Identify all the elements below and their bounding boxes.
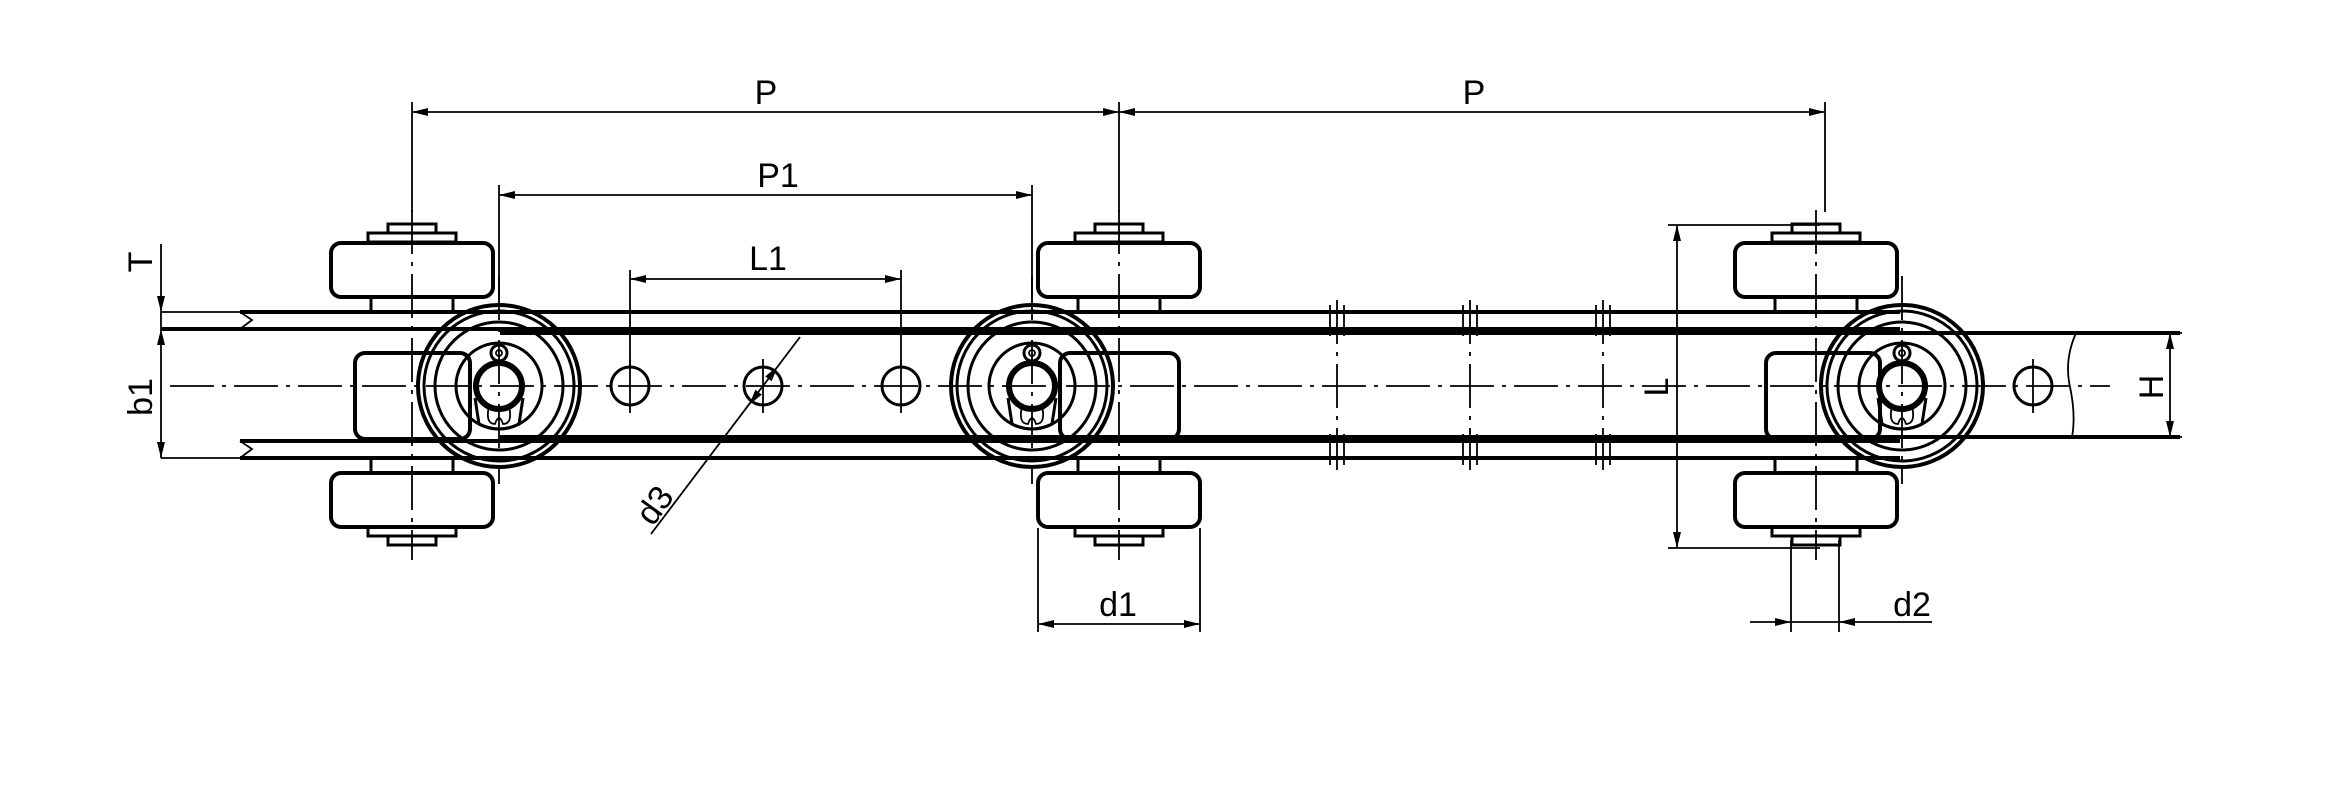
dim-label-d2: d2 [1893,586,1931,624]
dim-label-pitch-left: P [755,74,778,112]
dim-label-b1: b1 [122,378,160,416]
arrowhead [749,389,762,405]
arrowhead [1809,108,1825,116]
arrowhead [2166,421,2174,437]
chain-geometry [161,210,2180,560]
arrowhead [2166,333,2174,349]
arrowhead [412,108,428,116]
dim-label-pitch-right: P [1463,74,1486,112]
arrowhead [1103,108,1119,116]
roller-assembly [329,210,582,560]
arrowhead [157,296,165,312]
arrowhead [1119,108,1135,116]
dim-label-h: H [2133,375,2171,400]
arrowhead [499,191,515,199]
dim-label-d1: d1 [1099,586,1137,624]
dim-label-t: T [122,252,160,273]
arrowhead [157,329,165,345]
dim-label-d3: d3 [629,479,682,532]
arrowhead [1184,620,1200,628]
arrowhead [1673,225,1681,241]
break-line [2067,332,2077,438]
dim-label-l1: L1 [749,240,787,278]
arrowhead [1839,618,1855,626]
arrowhead [1038,620,1054,628]
dim-label-l: L [1638,378,1676,397]
break-mark [239,440,254,459]
arrowhead [630,275,646,283]
arrowhead [1673,532,1681,548]
arrowhead [1016,191,1032,199]
arrowhead [1775,618,1791,626]
dimension-lines [157,102,2182,632]
arrowhead [885,275,901,283]
dim-label-p1: P1 [757,157,799,195]
break-mark [239,311,254,330]
arrowhead [157,442,165,458]
arrowhead [765,366,778,382]
